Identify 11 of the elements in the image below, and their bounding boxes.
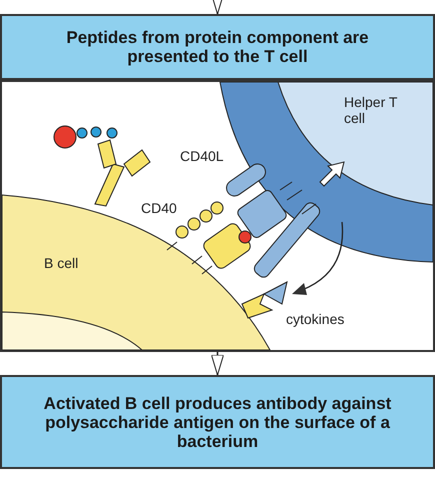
part-label: cytokines (286, 311, 346, 327)
banner-text: Activated B cell produces antibody against polysaccharide antigen on the surface of a bacterium (42, 394, 392, 450)
part-label: CD40 (141, 200, 178, 216)
banner-text: Peptides from protein component are presented to the T cell (65, 28, 370, 66)
part-label: Helper T cell (344, 94, 398, 126)
part-label: CD40L (180, 148, 225, 164)
arrow (211, 0, 224, 14)
process-banner (0, 14, 435, 80)
arrow (211, 352, 224, 376)
part-label: B cell (44, 255, 80, 271)
process-banner (0, 375, 435, 469)
